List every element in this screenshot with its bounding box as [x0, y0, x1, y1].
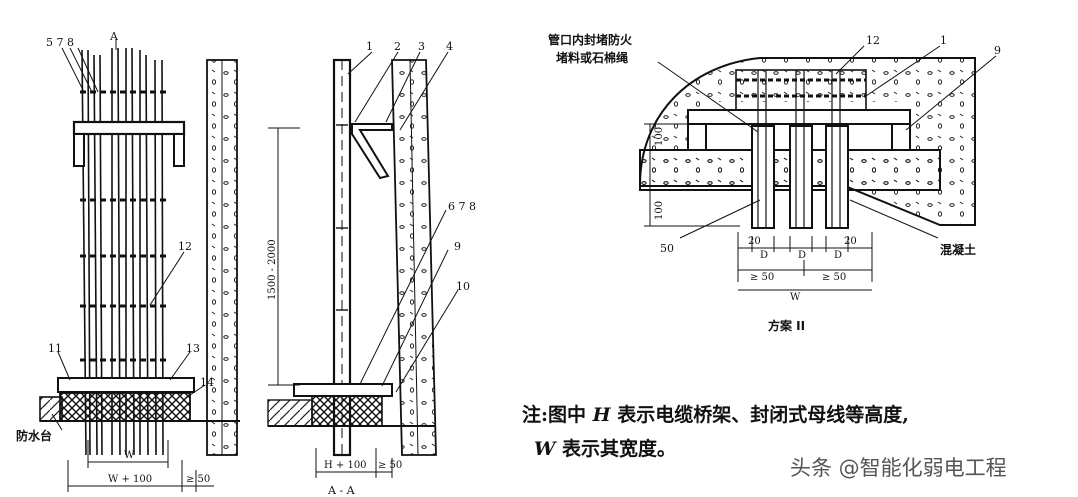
- top-bracket: [72, 120, 186, 136]
- callout-a-left: A: [109, 30, 119, 43]
- support-bracket: [351, 123, 393, 180]
- dim-ge50-plan-left: ≥ 50: [750, 272, 774, 283]
- dim-d-3: D: [834, 250, 842, 261]
- callout-1-section: 1: [366, 40, 373, 53]
- callout-3: 3: [418, 40, 425, 53]
- plan-ii-view: 100 100 管口内封堵防火 堵料或石棉绳 12 1 9 50 混凝土: [548, 32, 1001, 333]
- section-aa-view: 1 2 3 4 6 7 8 9 10 1500 - 2000 H + 100 ≥…: [267, 40, 476, 497]
- note-h-var: H: [592, 404, 611, 426]
- plan-caption: 方案 II: [768, 318, 805, 333]
- note-line-1: 注:图中 H 表示电缆桥架、封闭式母线等高度,: [522, 398, 1042, 432]
- dim-h-plus: H + 100: [324, 460, 367, 471]
- callout-2: 2: [394, 40, 401, 53]
- callout-6-7-8: 6 7 8: [448, 200, 476, 213]
- callout-50-plan: 50: [660, 242, 674, 255]
- callout-9-plan: 9: [994, 44, 1001, 57]
- callout-1-plan: 1: [940, 34, 947, 47]
- dim-w-plan: W: [790, 292, 801, 303]
- waterproof-platform: [39, 396, 63, 422]
- dim-height: 1500 - 2000: [267, 239, 278, 300]
- dim-d-1: D: [760, 250, 768, 261]
- left-elevation-view: 5 7 8 A 12 11 13 14 防水台 W W + 100 ≥ 50: [16, 30, 240, 492]
- note-prefix: 注:图中: [522, 404, 587, 426]
- section-label-aa: A - A: [327, 484, 356, 497]
- note-w-var: W: [534, 438, 556, 460]
- callout-14: 14: [200, 376, 214, 389]
- watermark: 头条 @智能化弱电工程: [790, 456, 1007, 480]
- tray-rungs: [80, 90, 168, 362]
- callout-11: 11: [48, 342, 62, 355]
- label-waterproof-platform: 防水台: [16, 428, 52, 443]
- dim-w-left: W: [124, 450, 135, 461]
- dim-w-plus: W + 100: [108, 474, 152, 485]
- fire-seal-label-1: 管口内封堵防火: [548, 32, 633, 47]
- callout-4: 4: [446, 40, 453, 53]
- dim-d-2: D: [798, 250, 806, 261]
- fire-seal-base: [59, 392, 191, 422]
- dim-20-right: 20: [844, 236, 857, 247]
- note-line1-rest: 表示电缆桥架、封闭式母线等高度,: [617, 404, 909, 426]
- note-block: 注:图中 H 表示电缆桥架、封闭式母线等高度, W 表示其宽度。: [522, 398, 1042, 466]
- dim-ge50-left: ≥ 50: [186, 474, 210, 485]
- callout-5-7-8: 5 7 8: [46, 36, 74, 49]
- callout-12-left: 12: [178, 240, 192, 253]
- callout-12-plan: 12: [866, 34, 880, 47]
- callout-9-section: 9: [454, 240, 461, 253]
- note-line2-rest: 表示其宽度。: [561, 438, 676, 460]
- fire-seal-label-2: 堵料或石棉绳: [556, 50, 628, 65]
- note-line-2: W 表示其宽度。: [522, 432, 1042, 466]
- callout-13: 13: [186, 342, 200, 355]
- section-fire-seal: [311, 395, 383, 427]
- dim-ge50-plan-right: ≥ 50: [822, 272, 846, 283]
- dim-100-bottom: 100: [654, 201, 665, 220]
- dim-20-left: 20: [748, 236, 761, 247]
- label-concrete: 混凝土: [940, 242, 976, 257]
- callout-10: 10: [456, 280, 470, 293]
- dim-100-top: 100: [654, 127, 665, 146]
- dim-ge50-section: ≥ 50: [378, 460, 402, 471]
